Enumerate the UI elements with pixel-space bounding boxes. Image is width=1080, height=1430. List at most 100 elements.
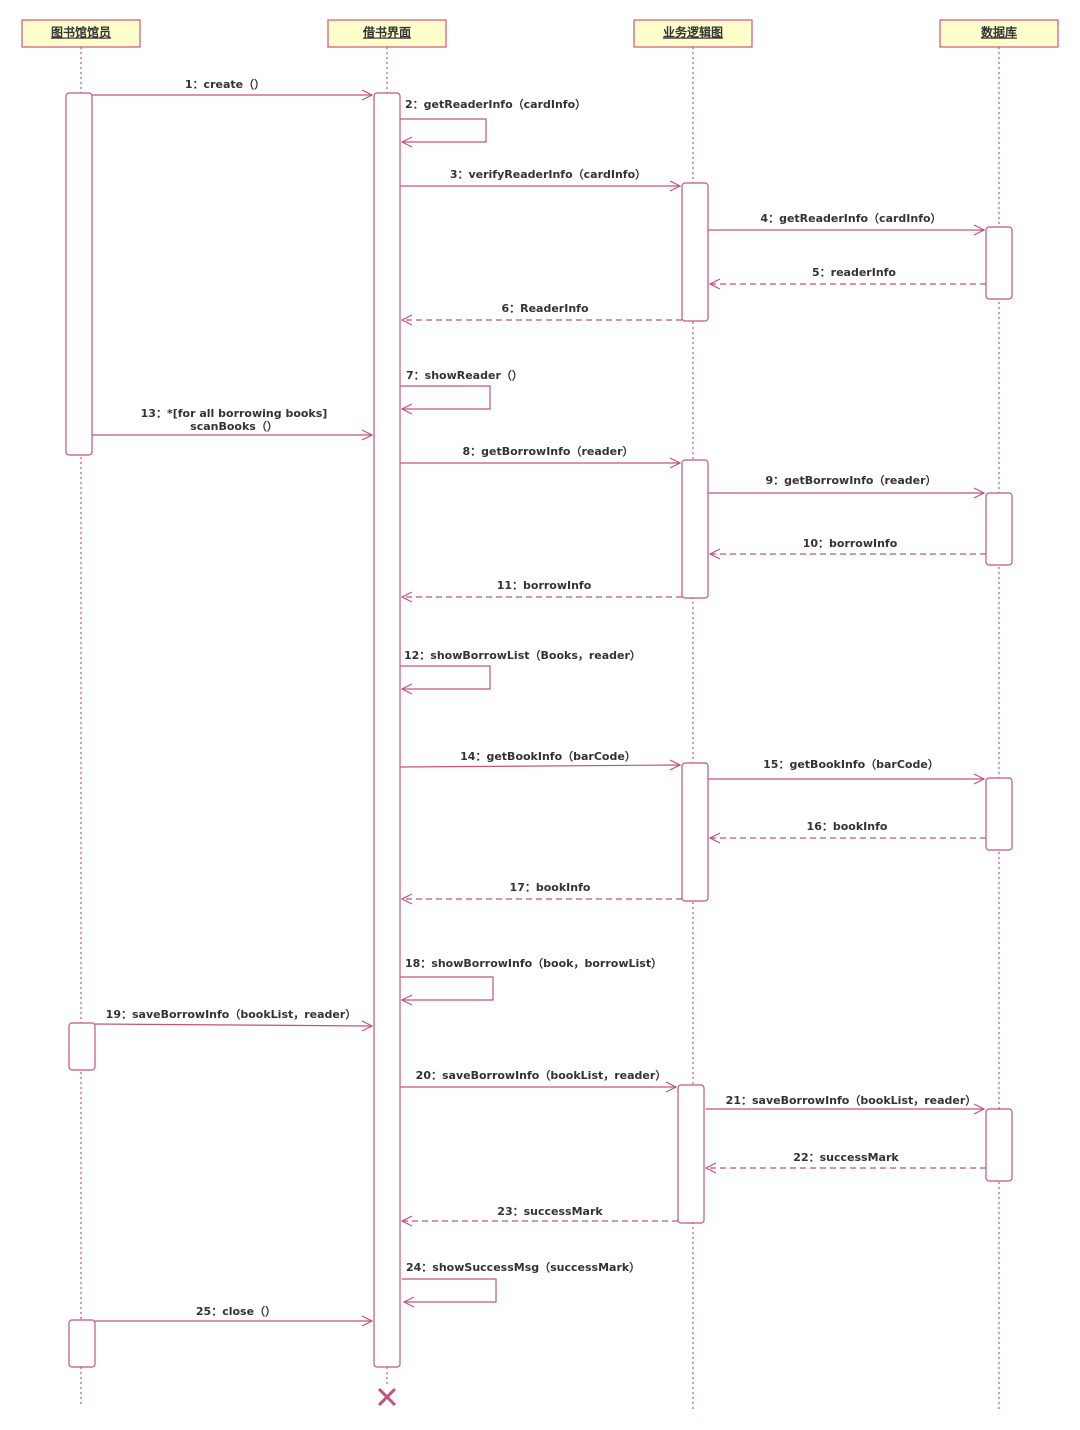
arrow-head-icon <box>973 773 986 785</box>
lifeline-name-db: 数据库 <box>981 25 1017 40</box>
message-21: 21：saveBorrowInfo（bookList，reader） <box>706 1094 986 1115</box>
message-19: 19：saveBorrowInfo（bookList，reader） <box>94 1008 374 1032</box>
arrow-head-icon <box>665 1081 678 1093</box>
activation-bar-db[interactable] <box>985 226 1013 300</box>
message-14: 14：getBookInfo（barCode） <box>399 750 682 771</box>
message-20: 20：saveBorrowInfo（bookList，reader） <box>400 1069 678 1093</box>
message-label: 8：getBorrowInfo（reader） <box>462 445 633 458</box>
arrow-head-icon <box>402 1296 415 1308</box>
activation-bar-db[interactable] <box>985 777 1013 851</box>
arrow-head-icon <box>669 457 682 469</box>
arrow-head-icon <box>973 224 986 236</box>
arrow-head-icon <box>400 136 413 148</box>
message-label: 4：getReaderInfo（cardInfo） <box>760 212 941 225</box>
arrow-head-icon <box>361 1020 374 1032</box>
message-label: 18：showBorrowInfo（book，borrowList） <box>405 957 662 970</box>
activation-bar-logic[interactable] <box>681 459 709 599</box>
lifeline-head-ui[interactable] <box>327 19 447 48</box>
lifeline-name-logic: 业务逻辑图 <box>663 25 723 40</box>
message-4: 4：getReaderInfo（cardInfo） <box>708 212 986 236</box>
arrow-head-icon <box>669 759 682 771</box>
activation-bar-ui[interactable] <box>373 92 401 1368</box>
arrow-head-icon <box>400 994 413 1006</box>
self-message-line[interactable] <box>400 385 491 410</box>
message-11: 10：borrowInfo <box>708 537 986 560</box>
message-13: 12：showBorrowList（Books，reader） <box>400 649 641 695</box>
activation-bar-logic[interactable] <box>677 1084 705 1224</box>
lifeline-head-librarian[interactable] <box>21 19 141 48</box>
message-24: 24：showSuccessMsg（successMark） <box>402 1261 640 1308</box>
message-18: 18：showBorrowInfo（book，borrowList） <box>400 957 662 1006</box>
message-label: 21：saveBorrowInfo（bookList，reader） <box>726 1094 977 1107</box>
message-17: 17：bookInfo <box>400 881 682 905</box>
arrow-head-icon <box>708 278 721 290</box>
arrow-head-icon <box>973 1103 986 1115</box>
message-label: 2：getReaderInfo（cardInfo） <box>405 98 586 111</box>
lifeline-name-ui: 借书界面 <box>362 25 411 40</box>
message-22: 22：successMark <box>704 1151 986 1174</box>
arrow-head-icon <box>361 89 374 101</box>
message-15: 15：getBookInfo（barCode） <box>708 758 986 785</box>
call-message-line[interactable] <box>399 764 681 768</box>
arrow-head-icon <box>669 180 682 192</box>
message-label: 7：showReader（） <box>406 369 523 382</box>
message-label: 10：borrowInfo <box>803 537 898 550</box>
message-label: 11：borrowInfo <box>497 579 592 592</box>
arrow-head-icon <box>400 1215 413 1227</box>
message-9: 8：getBorrowInfo（reader） <box>400 445 682 469</box>
arrow-head-icon <box>973 487 986 499</box>
activation-bar-db[interactable] <box>985 1108 1013 1182</box>
destroy-x-icon <box>377 1387 397 1407</box>
activation-bar-logic[interactable] <box>681 762 709 902</box>
message-label: 23：successMark <box>497 1205 603 1218</box>
activation-bar-logic[interactable] <box>681 182 709 322</box>
message-label: 20：saveBorrowInfo（bookList，reader） <box>416 1069 667 1082</box>
arrow-head-icon <box>400 893 413 905</box>
message-3: 3：verifyReaderInfo（cardInfo） <box>400 168 682 192</box>
message-label: 6：ReaderInfo <box>501 302 588 315</box>
arrow-head-icon <box>361 429 374 441</box>
self-message-line[interactable] <box>400 976 494 1001</box>
activation-bar-librarian[interactable] <box>68 1022 96 1071</box>
message-label-line2: scanBooks（） <box>190 420 278 433</box>
arrow-head-icon <box>400 591 413 603</box>
arrow-head-icon <box>704 1162 717 1174</box>
arrow-head-icon <box>708 832 721 844</box>
message-label: 14：getBookInfo（barCode） <box>460 750 636 763</box>
message-label: 25：close（） <box>196 1305 276 1318</box>
message-25: 25：close（） <box>95 1305 374 1327</box>
message-label: 19：saveBorrowInfo（bookList，reader） <box>106 1008 357 1021</box>
message-label: 1：create（） <box>185 78 265 91</box>
message-label: 12：showBorrowList（Books，reader） <box>404 649 641 662</box>
message-1: 1：create（） <box>92 78 374 101</box>
message-label: 22：successMark <box>793 1151 899 1164</box>
activation-bar-librarian[interactable] <box>68 1319 96 1368</box>
message-label: 9：getBorrowInfo（reader） <box>765 474 936 487</box>
message-23: 23：successMark <box>400 1205 678 1227</box>
arrow-head-icon <box>400 403 413 415</box>
message-label: 15：getBookInfo（barCode） <box>763 758 939 771</box>
lifeline-head-db[interactable] <box>939 19 1059 48</box>
arrow-head-icon <box>400 683 413 695</box>
self-message-line[interactable] <box>400 665 491 690</box>
self-message-line[interactable] <box>400 118 487 143</box>
activation-bar-db[interactable] <box>985 492 1013 566</box>
lifeline-name-librarian: 图书馆馆员 <box>51 25 111 40</box>
lifeline-head-logic[interactable] <box>633 19 753 48</box>
message-8: 13：*[for all borrowing books]scanBooks（） <box>92 407 374 441</box>
message-12: 11：borrowInfo <box>400 579 682 603</box>
message-label: 17：bookInfo <box>510 881 591 894</box>
call-message-line[interactable] <box>94 1023 373 1027</box>
message-label: 5：readerInfo <box>812 266 896 279</box>
message-label: 24：showSuccessMsg（successMark） <box>406 1261 640 1274</box>
message-10: 9：getBorrowInfo（reader） <box>708 474 986 499</box>
message-label: 13：*[for all borrowing books] <box>141 407 328 420</box>
message-6: 6：ReaderInfo <box>400 302 682 326</box>
message-5: 5：readerInfo <box>708 266 986 290</box>
activation-bar-librarian[interactable] <box>65 92 93 456</box>
arrow-head-icon <box>361 1315 374 1327</box>
arrow-head-icon <box>400 314 413 326</box>
arrow-head-icon <box>708 548 721 560</box>
self-message-line[interactable] <box>402 1278 497 1303</box>
